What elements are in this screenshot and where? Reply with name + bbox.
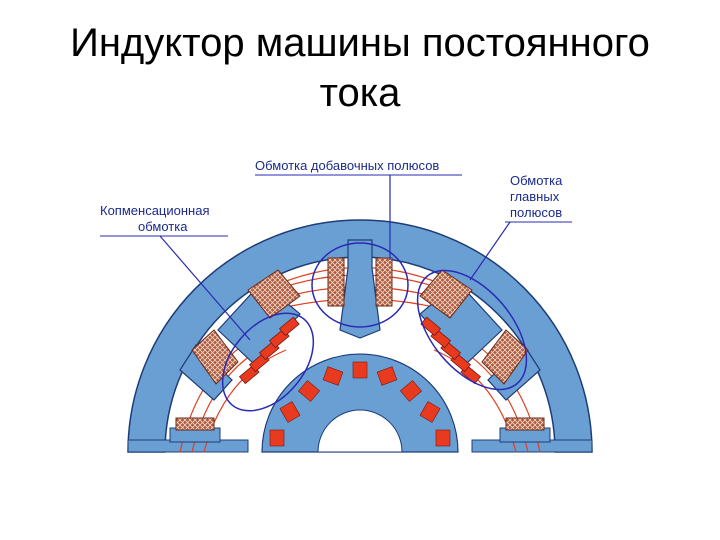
main-coil-left-lower	[191, 329, 239, 385]
armature	[261, 353, 459, 453]
label-main-winding-2: главных	[510, 189, 560, 204]
aux-pole-bottom-right	[499, 417, 551, 443]
aux-pole-bottom-left	[169, 417, 221, 443]
compensation-winding-right	[420, 316, 482, 385]
callout-ellipses	[221, 242, 528, 412]
main-coil-right-upper	[419, 269, 473, 319]
label-comp-winding-1: Копменсационная	[100, 203, 209, 218]
label-aux-winding: Обмотка добавочных полюсов	[255, 158, 439, 173]
page-title: Индуктор машины постоянного тока	[0, 18, 720, 118]
label-main-winding-1: Обмотка	[510, 173, 563, 188]
compensation-winding-left	[238, 316, 300, 385]
armature-slots	[269, 361, 451, 447]
leader-lines	[159, 175, 511, 341]
title-line-1: Индуктор машины постоянного	[70, 21, 650, 65]
title-line-2: тока	[319, 71, 401, 115]
main-coil-right-lower	[481, 329, 529, 385]
label-comp-winding-2: обмотка	[138, 219, 188, 234]
label-main-winding-3: полюсов	[510, 205, 562, 220]
main-coil-left-upper	[247, 269, 301, 319]
aux-pole-top	[327, 239, 393, 339]
